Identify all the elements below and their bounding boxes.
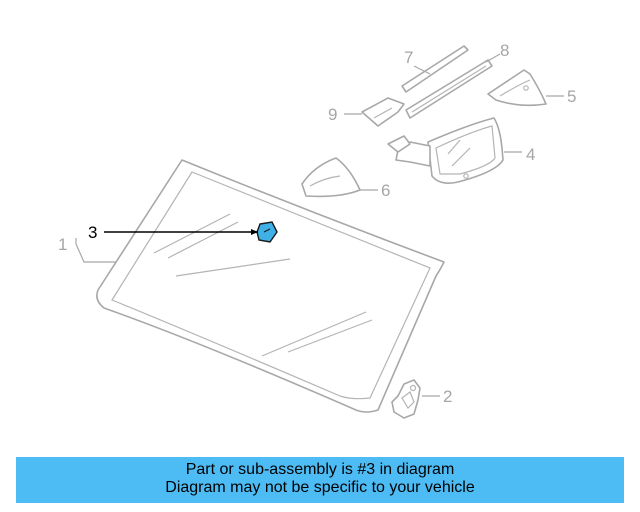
banner-line-1: Part or sub-assembly is #3 in diagram [185, 461, 455, 478]
callout-3[interactable]: 3 [88, 223, 97, 242]
leader-line-8 [485, 53, 501, 63]
windshield-part[interactable] [96, 159, 445, 413]
callout-2: 2 [443, 387, 452, 406]
info-banner: Part or sub-assembly is #3 in diagram Di… [16, 457, 624, 503]
callout-7: 7 [404, 48, 413, 67]
mount-bracket-part[interactable] [361, 97, 405, 127]
leader-line-7 [413, 65, 431, 75]
trim-strip-part[interactable] [401, 45, 469, 93]
molding-part[interactable] [405, 59, 493, 119]
callout-8: 8 [500, 41, 509, 60]
callout-4: 4 [526, 145, 535, 164]
callout-5: 5 [567, 87, 576, 106]
callout-6: 6 [381, 181, 390, 200]
leader-arrow-3 [251, 229, 258, 235]
bracket-part[interactable] [391, 379, 421, 419]
rearview-mirror-part[interactable] [387, 117, 504, 184]
cover-part[interactable] [487, 69, 547, 107]
sensor-detail-line [263, 228, 271, 233]
callout-1: 1 [58, 235, 67, 254]
leader-line-1 [75, 243, 116, 263]
mirror-cover-part[interactable] [301, 157, 361, 198]
callout-9: 9 [328, 105, 337, 124]
parts-diagram: 1 2 3 4 5 6 7 8 9 [58, 41, 576, 419]
banner-line-2: Diagram may not be specific to your vehi… [165, 479, 475, 496]
